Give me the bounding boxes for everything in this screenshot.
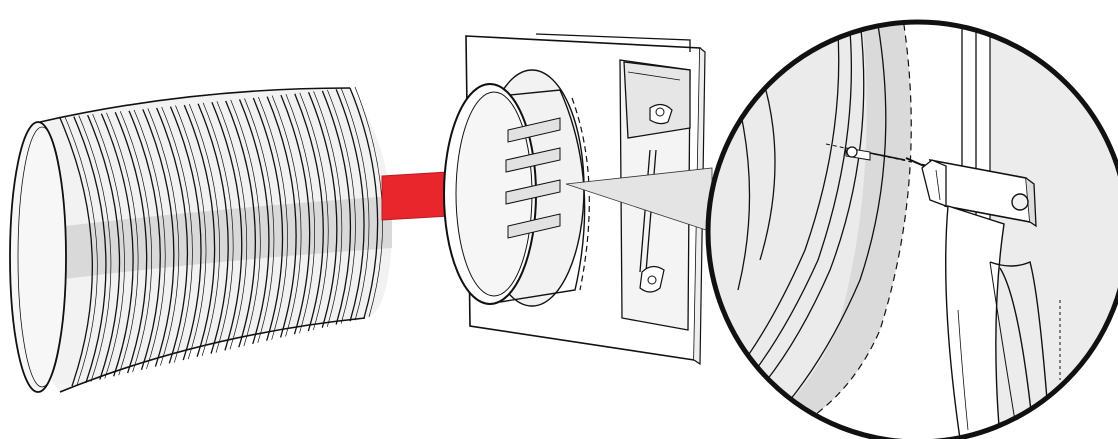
duct-rib — [225, 100, 256, 348]
duct-rib-inner — [258, 96, 288, 340]
duct-rib — [197, 103, 229, 354]
duct-rib-inner — [327, 89, 356, 324]
duct-rib-inner — [175, 105, 207, 360]
duct-rib-inner — [106, 112, 139, 376]
duct-rib — [87, 114, 121, 380]
duct-rib — [294, 93, 324, 332]
duct-rib — [142, 109, 175, 367]
duct-rib-inner — [92, 114, 125, 379]
duct-rib-inner — [161, 106, 193, 363]
duct-rib — [114, 112, 148, 374]
duct-rib — [307, 92, 338, 328]
duct-rib — [73, 116, 107, 383]
duct-rib-inner — [299, 92, 329, 331]
duct-rib — [100, 113, 134, 377]
duct-rib — [183, 104, 216, 358]
duct-rib-inner — [147, 108, 180, 366]
duct-rib-inner — [119, 111, 152, 373]
duct-rib — [266, 96, 297, 338]
duct-rib — [321, 90, 352, 325]
duct-rib-inner — [340, 88, 370, 321]
duct-rib-inner — [271, 95, 302, 337]
duct-rib-inner — [216, 101, 248, 350]
duct-rib-inner — [78, 115, 112, 382]
duct-rib — [128, 110, 161, 371]
duct-rib — [169, 106, 202, 361]
duct-rib — [349, 87, 379, 319]
damper-unit-icon — [443, 33, 713, 366]
duct-rib-inner — [230, 99, 261, 347]
duct-rib — [156, 107, 189, 364]
duct-rib — [238, 99, 270, 345]
duct-rib-inner — [285, 94, 316, 334]
duct-rib-inner — [64, 116, 98, 386]
duct-rib-inner — [244, 98, 275, 344]
duct-rib — [280, 94, 311, 335]
flexible-duct-icon — [9, 86, 393, 393]
duct-rib-inner — [202, 102, 234, 353]
duct-rib-inner — [188, 104, 220, 356]
duct-rib-inner — [133, 109, 166, 369]
duct-rib — [335, 89, 365, 322]
duct-rib-inner — [313, 91, 343, 327]
duct-rib — [59, 117, 93, 387]
magnified-detail-icon — [705, 19, 1118, 439]
duct-rib — [252, 97, 284, 341]
duct-rib — [211, 102, 243, 351]
